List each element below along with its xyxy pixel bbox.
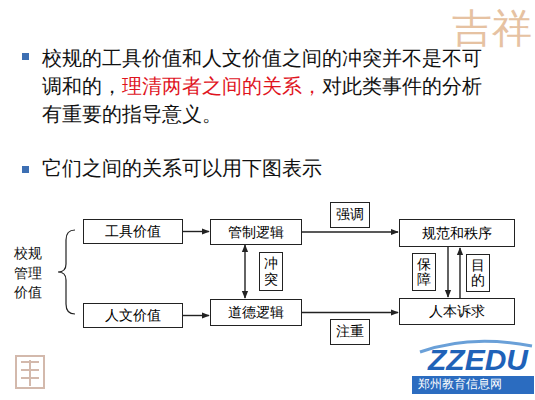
bullet-mark xyxy=(22,53,29,60)
box-text: 管制逻辑 xyxy=(228,224,284,241)
edge-label: 注重 xyxy=(336,323,364,339)
logo-band xyxy=(412,376,534,394)
connector-arrow xyxy=(183,315,209,316)
edge-label-box: 目的 xyxy=(466,254,490,293)
highlight-text: 理清两者之间的关系， xyxy=(122,75,322,97)
edge-label: 目的 xyxy=(471,258,485,289)
box-text: 工具价值 xyxy=(105,223,161,240)
edge-label-box: 注重 xyxy=(330,319,370,345)
process-box: 人文价值 xyxy=(83,303,183,328)
connector-arrow xyxy=(183,231,209,232)
process-box: 人本诉求 xyxy=(399,298,515,325)
connector-arrow xyxy=(302,312,398,313)
process-box: 工具价值 xyxy=(83,219,183,244)
bullet-paragraph: 校规的工具价值和人文价值之间的冲突并不是不可调和的，理清两者之间的关系，对此类事… xyxy=(42,44,494,128)
box-text: 人本诉求 xyxy=(429,303,485,320)
connector-arrow xyxy=(447,247,448,297)
edge-label: 保障 xyxy=(417,257,431,288)
box-text: 道德逻辑 xyxy=(228,304,284,321)
process-box: 管制逻辑 xyxy=(210,219,302,245)
edge-label-box: 保障 xyxy=(412,253,436,292)
connector-arrow xyxy=(244,245,245,298)
brace xyxy=(58,230,75,314)
connector-arrow xyxy=(302,231,398,232)
logo-text: ZZEDU xyxy=(428,342,528,378)
process-box: 道德逻辑 xyxy=(210,299,302,326)
bullet-text: 它们之间的关系可以用下图表示 xyxy=(42,156,322,180)
logo-caption: 郑州教育信息网 xyxy=(418,377,502,393)
edge-label-box: 强调 xyxy=(330,202,370,228)
group-label: 校规管理价值 xyxy=(14,244,44,303)
seal xyxy=(16,356,44,388)
box-text: 规范和秩序 xyxy=(422,225,492,242)
connector-arrow xyxy=(459,248,460,298)
edge-label: 冲突 xyxy=(264,256,278,287)
watermark: 吉祥 xyxy=(452,4,532,52)
box-text: 人文价值 xyxy=(105,307,161,324)
edge-label-box: 冲突 xyxy=(259,252,283,291)
process-box: 规范和秩序 xyxy=(399,219,515,247)
edge-label: 强调 xyxy=(336,206,364,222)
bullet-mark xyxy=(22,166,29,173)
